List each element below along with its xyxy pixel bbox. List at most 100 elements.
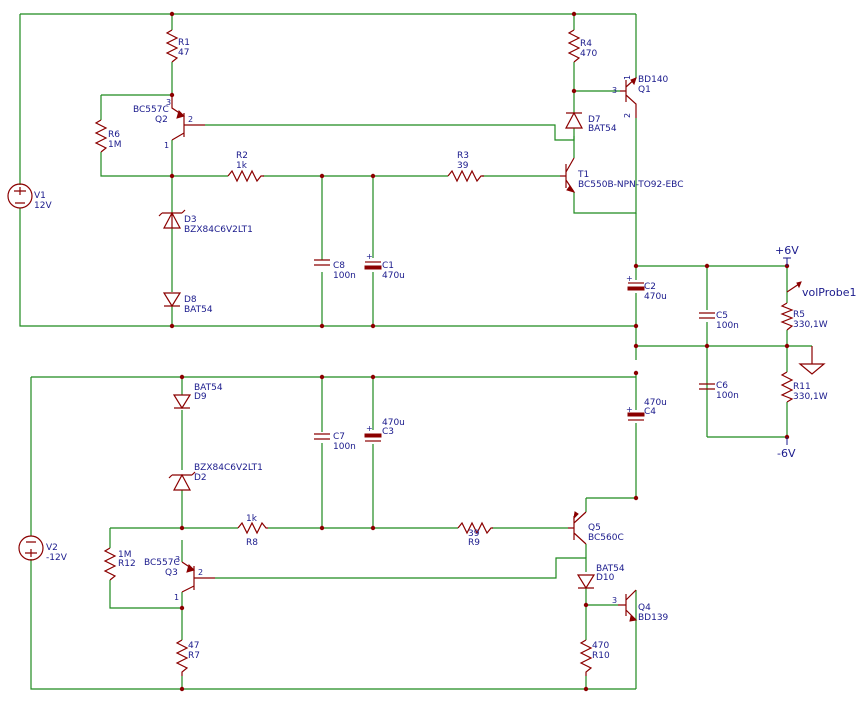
- capacitor-c1[interactable]: + C1 470u: [364, 252, 405, 281]
- q2-pin1: 1: [164, 141, 169, 150]
- c1-ref: C1: [382, 261, 394, 271]
- resistor-r9[interactable]: 39 R9: [457, 521, 493, 548]
- probe-label: volProbe1: [802, 286, 857, 299]
- capacitor-c3[interactable]: + 470u C3: [364, 418, 405, 442]
- capacitor-c7[interactable]: C7 100n: [314, 432, 356, 452]
- r3-ref: R3: [457, 151, 469, 161]
- diode-d8[interactable]: D8 BAT54: [162, 292, 213, 315]
- d2-value: BZX84C6V2LT1: [194, 463, 263, 473]
- q3-pin3: 3: [175, 555, 180, 564]
- c1-plus: +: [366, 252, 373, 261]
- d7-ref: D7: [588, 115, 601, 125]
- zener-d2[interactable]: BZX84C6V2LT1 D2: [168, 463, 263, 491]
- t1-ref: T1: [577, 170, 589, 180]
- resistor-r8[interactable]: 1k R8: [237, 514, 268, 548]
- c5-ref: C5: [716, 311, 728, 321]
- r7-ref: R7: [188, 651, 200, 661]
- capacitor-c8[interactable]: C8 100n: [314, 259, 356, 281]
- c7-value: 100n: [333, 442, 356, 452]
- r2-value: 1k: [236, 161, 248, 171]
- d8-value: BAT54: [184, 305, 213, 315]
- transistor-t1[interactable]: T1 BC550B-NPN-TO92-EBC: [560, 157, 683, 193]
- diode-d10[interactable]: BAT54 D10: [576, 564, 625, 590]
- c2-plus: +: [626, 274, 633, 283]
- zener-d3[interactable]: D3 BZX84C6V2LT1: [158, 209, 253, 235]
- resistor-r2[interactable]: R2 1k: [227, 151, 264, 183]
- r12-ref: R12: [118, 559, 136, 569]
- v2-value: -12V: [46, 553, 68, 563]
- voltage-source-v1[interactable]: V1 12V: [7, 183, 52, 211]
- net-label-neg: -6V: [777, 437, 796, 460]
- voltage-probe[interactable]: volProbe1: [786, 281, 857, 299]
- junctions: [169, 11, 790, 692]
- r5-value: 330,1W: [793, 320, 828, 330]
- r4-value: 470: [580, 49, 597, 59]
- transistor-q4[interactable]: 3 Q4 BD139: [612, 589, 669, 623]
- q5-value: BC560C: [588, 533, 624, 543]
- r5-ref: R5: [793, 310, 805, 320]
- r4-ref: R4: [580, 39, 592, 49]
- v2-ref: V2: [46, 543, 58, 553]
- d9-value: BAT54: [194, 383, 223, 393]
- resistor-r10[interactable]: 470 R10: [579, 639, 610, 676]
- resistor-r1[interactable]: R1 47: [165, 29, 190, 63]
- r3-value: 39: [457, 161, 469, 171]
- d10-ref: D10: [596, 573, 615, 583]
- net-label-pos: +6V: [775, 244, 799, 266]
- r7-value: 47: [188, 641, 199, 651]
- q5-ref: Q5: [588, 523, 601, 533]
- r11-value: 330,1W: [793, 392, 828, 402]
- capacitor-c6[interactable]: C6 100n: [699, 381, 739, 401]
- transistor-q1[interactable]: 3 1 2 BD140 Q1: [612, 75, 669, 118]
- capacitor-c4[interactable]: + 470u C4: [626, 398, 667, 421]
- c7-ref: C7: [333, 432, 345, 442]
- resistor-r3[interactable]: R3 39: [447, 151, 484, 183]
- transistor-q2[interactable]: 2 3 1 BC557C Q2: [133, 95, 205, 150]
- c8-value: 100n: [333, 271, 356, 281]
- resistor-r4[interactable]: R4 470: [567, 29, 597, 63]
- c3-value: 470u: [382, 418, 405, 428]
- c6-value: 100n: [716, 391, 739, 401]
- diode-d9[interactable]: BAT54 D9: [172, 383, 223, 410]
- ground-symbol: [798, 346, 826, 375]
- c3-ref: C3: [382, 427, 394, 437]
- resistor-r12[interactable]: 1M R12: [103, 547, 136, 581]
- c4-ref: C4: [644, 407, 656, 417]
- r6-value: 1M: [108, 140, 122, 150]
- d8-ref: D8: [184, 295, 197, 305]
- v1-value: 12V: [34, 201, 52, 211]
- resistor-r11[interactable]: R11 330,1W: [780, 371, 828, 403]
- r12-value: 1M: [118, 550, 132, 560]
- transistor-q3[interactable]: 2 3 1 BC557C Q3: [144, 555, 215, 602]
- r9-ref: R9: [468, 538, 480, 548]
- q4-pin3: 3: [612, 596, 617, 605]
- capacitor-c5[interactable]: C5 100n: [699, 311, 739, 331]
- c5-value: 100n: [716, 321, 739, 331]
- c4-plus: +: [626, 405, 633, 414]
- r10-ref: R10: [592, 651, 610, 661]
- capacitor-c2[interactable]: + C2 470u: [626, 274, 667, 302]
- resistor-r5[interactable]: R5 330,1W: [780, 302, 828, 331]
- diode-d7[interactable]: D7 BAT54: [565, 111, 617, 134]
- q2-pin2: 2: [188, 115, 193, 124]
- transistor-q5[interactable]: Q5 BC560C: [568, 511, 624, 545]
- q3-value: BC557C: [144, 558, 180, 568]
- neg-rail-label: -6V: [777, 447, 796, 460]
- r2-ref: R2: [236, 151, 248, 161]
- d3-value: BZX84C6V2LT1: [184, 225, 253, 235]
- r11-ref: R11: [793, 382, 811, 392]
- r8-ref: R8: [246, 538, 258, 548]
- c1-value: 470u: [382, 271, 405, 281]
- voltage-source-v2[interactable]: V2 -12V: [18, 535, 68, 563]
- q3-ref: Q3: [165, 568, 178, 578]
- resistor-r7[interactable]: 47 R7: [175, 639, 200, 676]
- q4-value: BD139: [638, 613, 669, 623]
- r1-ref: R1: [178, 38, 190, 48]
- q1-pin1: 1: [623, 75, 632, 80]
- r1-value: 47: [178, 48, 189, 58]
- q3-pin1: 1: [174, 593, 179, 602]
- resistor-r6[interactable]: R6 1M: [94, 119, 122, 153]
- d10-value: BAT54: [596, 564, 625, 574]
- r6-ref: R6: [108, 130, 120, 140]
